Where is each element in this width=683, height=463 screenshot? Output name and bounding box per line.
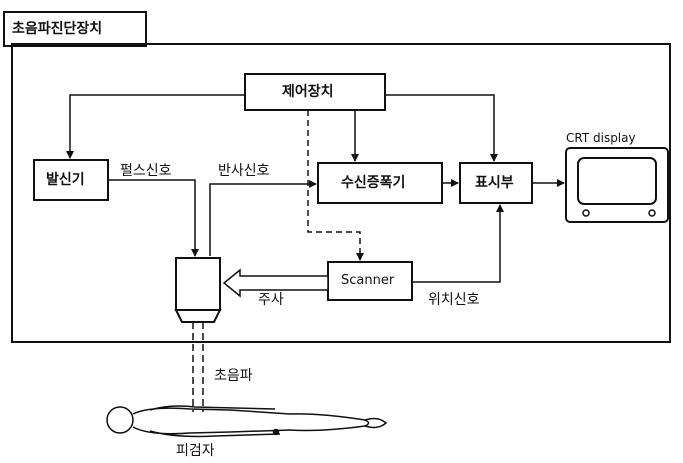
controller-to-scanner-dashed-line	[307, 110, 364, 261]
patient-figure	[106, 405, 388, 438]
subject-label: 피검자	[176, 443, 215, 459]
position-signal-label: 위치신호	[428, 292, 480, 308]
scanner-label: Scanner	[341, 273, 395, 288]
title-tab	[3, 11, 147, 47]
display-unit-box	[459, 162, 533, 204]
controller-box	[244, 73, 386, 111]
crt-monitor-icon	[565, 147, 669, 223]
system-frame	[11, 43, 671, 343]
scan-arrow	[222, 268, 329, 298]
receiver-amp-box	[317, 162, 443, 204]
receiver-amp-label: 수신증폭기	[341, 175, 406, 191]
display-unit-label: 표시부	[475, 175, 514, 191]
ultrasound-label: 초음파	[214, 368, 253, 384]
controller-to-display-line	[385, 94, 498, 162]
ultrasound-beam	[192, 322, 204, 412]
crt-label: CRT display	[566, 131, 636, 145]
reflected-signal-label: 반사신호	[218, 163, 270, 179]
position-signal-line	[412, 204, 504, 283]
pulse-signal-line	[108, 179, 199, 257]
controller-label: 제어장치	[282, 84, 334, 100]
probe-transducer-icon	[174, 257, 222, 323]
title-label: 초음파진단장치	[12, 21, 103, 37]
scan-label: 주사	[258, 292, 284, 308]
controller-to-transmitter-line	[66, 94, 245, 159]
transmitter-label: 발신기	[46, 172, 85, 188]
transmitter-box	[33, 159, 109, 201]
reflected-signal-line	[209, 180, 317, 256]
pulse-signal-label: 펄스신호	[120, 163, 172, 179]
